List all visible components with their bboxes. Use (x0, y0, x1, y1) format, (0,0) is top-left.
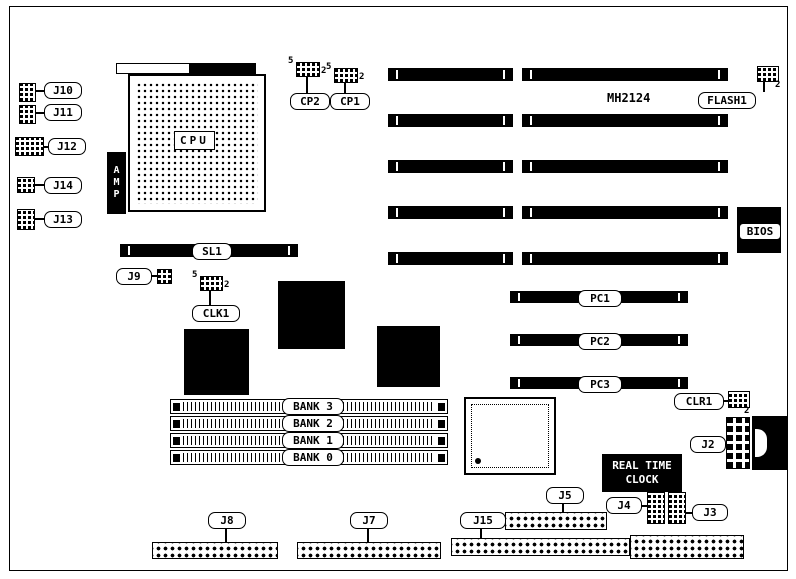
leader-line (225, 529, 227, 542)
cp2-label: CP2 (290, 93, 330, 110)
j13-pins (17, 209, 35, 230)
cpu-retention-bar (116, 63, 256, 74)
j3-label: J3 (692, 504, 728, 521)
j2-pins (726, 417, 750, 469)
ic-chip-1 (278, 281, 345, 349)
j10-label: J10 (44, 82, 82, 99)
clk1-pins (200, 276, 223, 291)
keyboard-din-connector (752, 416, 788, 470)
j7-label: J7 (350, 512, 388, 529)
clk1-pin5-marker: 5 (192, 270, 198, 280)
ic-chip-2 (184, 329, 249, 395)
cp1-pin2-marker: 2 (359, 72, 365, 82)
bios-label: BIOS (739, 223, 781, 240)
qfp-pin-frame (471, 404, 549, 468)
leader-line (42, 146, 48, 148)
leader-line (367, 529, 369, 542)
isa-slot-2-long (522, 114, 728, 127)
j4-pins (647, 492, 665, 524)
clr1-label: CLR1 (674, 393, 724, 410)
pc3-label: PC3 (578, 376, 622, 393)
isa-slot-3-long (522, 160, 728, 173)
isa-slot-4-long (522, 206, 728, 219)
j15-header (451, 538, 630, 556)
cpu-socket (128, 74, 266, 212)
j4-label: J4 (606, 497, 642, 514)
real-time-clock-chip: REAL TIME CLOCK (602, 454, 682, 492)
j9-pins (157, 269, 172, 284)
cp1-pins (334, 68, 358, 83)
bank0-label: BANK 0 (282, 449, 344, 466)
isa-slot-5-long (522, 252, 728, 265)
leader-line (344, 81, 346, 93)
leader-line (151, 275, 157, 277)
sl1-label: SL1 (192, 243, 232, 260)
j8-header (152, 542, 278, 559)
flash1-pin2-marker: 2 (775, 80, 781, 90)
leader-line (641, 505, 647, 507)
board-part-number: MH2124 (607, 91, 651, 105)
isa-slot-3-short (388, 160, 513, 173)
amp-connector: AMP (107, 152, 126, 214)
cp1-pin5-marker: 5 (326, 62, 332, 72)
j14-pins (17, 177, 35, 193)
j5-label: J5 (546, 487, 584, 504)
clr1-pin2-marker: 2 (744, 406, 750, 416)
qfp-pin1-dot (475, 458, 481, 464)
leader-line (34, 112, 44, 114)
isa-slot-1-short (388, 68, 513, 81)
leader-line (33, 218, 44, 220)
ic-chip-3 (377, 326, 440, 387)
clk1-pin2-marker: 2 (224, 280, 230, 290)
j12-pins (15, 137, 44, 156)
isa-slot-2-short (388, 114, 513, 127)
cpu-label: CPU (174, 131, 215, 150)
pc2-label: PC2 (578, 333, 622, 350)
j13-label: J13 (44, 211, 82, 228)
cp1-label: CP1 (330, 93, 370, 110)
isa-slot-4-short (388, 206, 513, 219)
bank3-label: BANK 3 (282, 398, 344, 415)
leader-line (686, 512, 692, 514)
j11-pins (19, 105, 36, 124)
leader-line (33, 184, 44, 186)
isa-slot-1-long (522, 68, 728, 81)
clk1-label: CLK1 (192, 305, 240, 322)
bottom-right-header (630, 535, 744, 559)
cp2-pin5-marker: 5 (288, 56, 294, 66)
qfp-chip (464, 397, 556, 475)
leader-line (562, 504, 564, 512)
cp2-pins (296, 62, 320, 77)
j8-label: J8 (208, 512, 246, 529)
j2-label: J2 (690, 436, 726, 453)
bank1-label: BANK 1 (282, 432, 344, 449)
leader-line (209, 289, 211, 305)
isa-slot-5-short (388, 252, 513, 265)
j14-label: J14 (44, 177, 82, 194)
leader-line (34, 90, 44, 92)
cp2-pin2-marker: 2 (321, 66, 327, 76)
j10-pins (19, 83, 36, 102)
clr1-pins (728, 391, 750, 408)
j7-header (297, 542, 441, 559)
leader-line (763, 80, 765, 92)
flash1-pins (757, 66, 779, 82)
j15-label: J15 (460, 512, 506, 529)
leader-line (722, 400, 728, 402)
j11-label: J11 (44, 104, 82, 121)
leader-line (480, 529, 482, 538)
bank2-label: BANK 2 (282, 415, 344, 432)
flash1-label: FLASH1 (698, 92, 756, 109)
j5-header (505, 512, 607, 530)
board-outline (9, 6, 788, 571)
pc1-label: PC1 (578, 290, 622, 307)
j12-label: J12 (48, 138, 86, 155)
leader-line (306, 75, 308, 93)
j9-label: J9 (116, 268, 152, 285)
j3-pins (668, 492, 686, 524)
